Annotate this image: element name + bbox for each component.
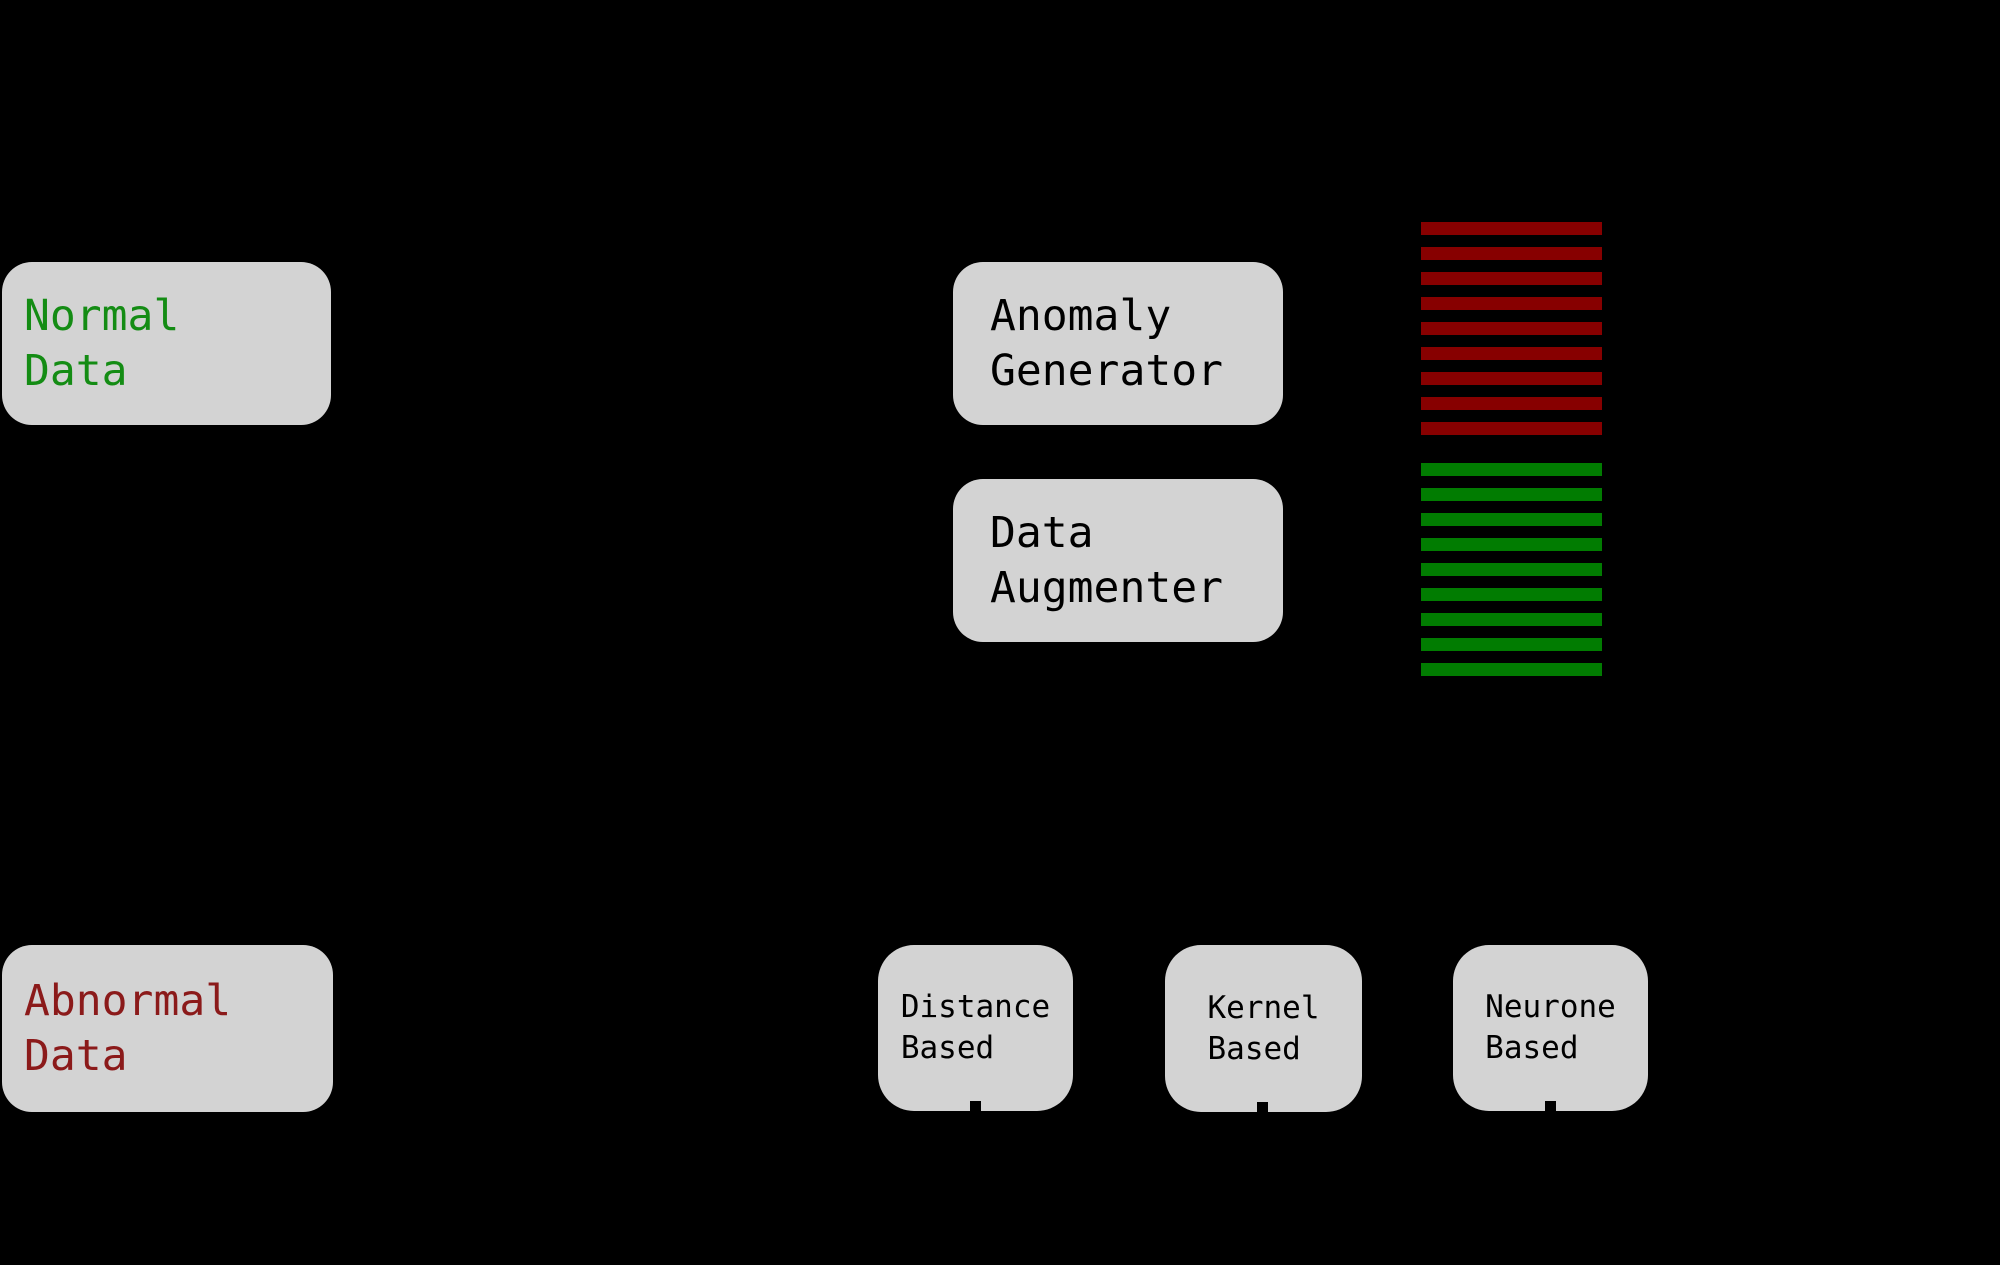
stripe — [1421, 272, 1602, 285]
neurone-based-label-line1: Neurone — [1485, 989, 1616, 1025]
distance-based-label-line2: Based — [900, 1030, 995, 1066]
kernel-based-node: Kernel Based — [1165, 945, 1362, 1112]
distance-based-label-line1: Distance — [900, 989, 1051, 1025]
normal-data-node: Normal Data — [2, 262, 331, 425]
abnormal-data-node: Abnormal Data — [2, 945, 333, 1112]
stripe — [1421, 488, 1602, 501]
normal-data-stripes — [1421, 463, 1602, 676]
anomaly-generator-label-line2: Generator — [990, 345, 1223, 396]
stripe — [1421, 463, 1602, 476]
anomaly-generator-label-line1: Anomaly — [990, 290, 1172, 341]
kernel-arrow-stub — [1257, 1102, 1268, 1112]
distance-based-node: Distance Based — [878, 945, 1073, 1111]
stripe — [1421, 663, 1602, 676]
anomaly-generator-node: Anomaly Generator — [953, 262, 1283, 425]
stripe — [1421, 397, 1602, 410]
data-augmenter-label-line1: Data — [990, 507, 1094, 558]
kernel-based-label-line1: Kernel — [1207, 989, 1320, 1026]
stripe — [1421, 297, 1602, 310]
stripe — [1421, 222, 1602, 235]
stripe — [1421, 372, 1602, 385]
normal-data-label-line2: Data — [24, 345, 128, 396]
abnormal-data-label-line2: Data — [24, 1030, 128, 1081]
data-augmenter-label-line2: Augmenter — [990, 562, 1223, 613]
neurone-based-node: Neurone Based — [1453, 945, 1648, 1111]
stripe — [1421, 513, 1602, 526]
stripe — [1421, 563, 1602, 576]
stripe — [1421, 247, 1602, 260]
stripe — [1421, 422, 1602, 435]
stripe — [1421, 613, 1602, 626]
abnormal-data-stripes — [1421, 222, 1602, 435]
abnormal-data-label-line1: Abnormal — [24, 975, 232, 1026]
kernel-based-label-line2: Based — [1207, 1030, 1301, 1067]
distance-arrow-stub — [970, 1101, 981, 1111]
data-augmenter-node: Data Augmenter — [953, 479, 1283, 642]
stripe — [1421, 588, 1602, 601]
neurone-arrow-stub — [1545, 1101, 1556, 1111]
normal-data-label-line1: Normal — [24, 290, 180, 341]
neurone-based-label-line2: Based — [1485, 1030, 1579, 1066]
stripe — [1421, 538, 1602, 551]
stripe — [1421, 347, 1602, 360]
stripe — [1421, 638, 1602, 651]
stripe — [1421, 322, 1602, 335]
